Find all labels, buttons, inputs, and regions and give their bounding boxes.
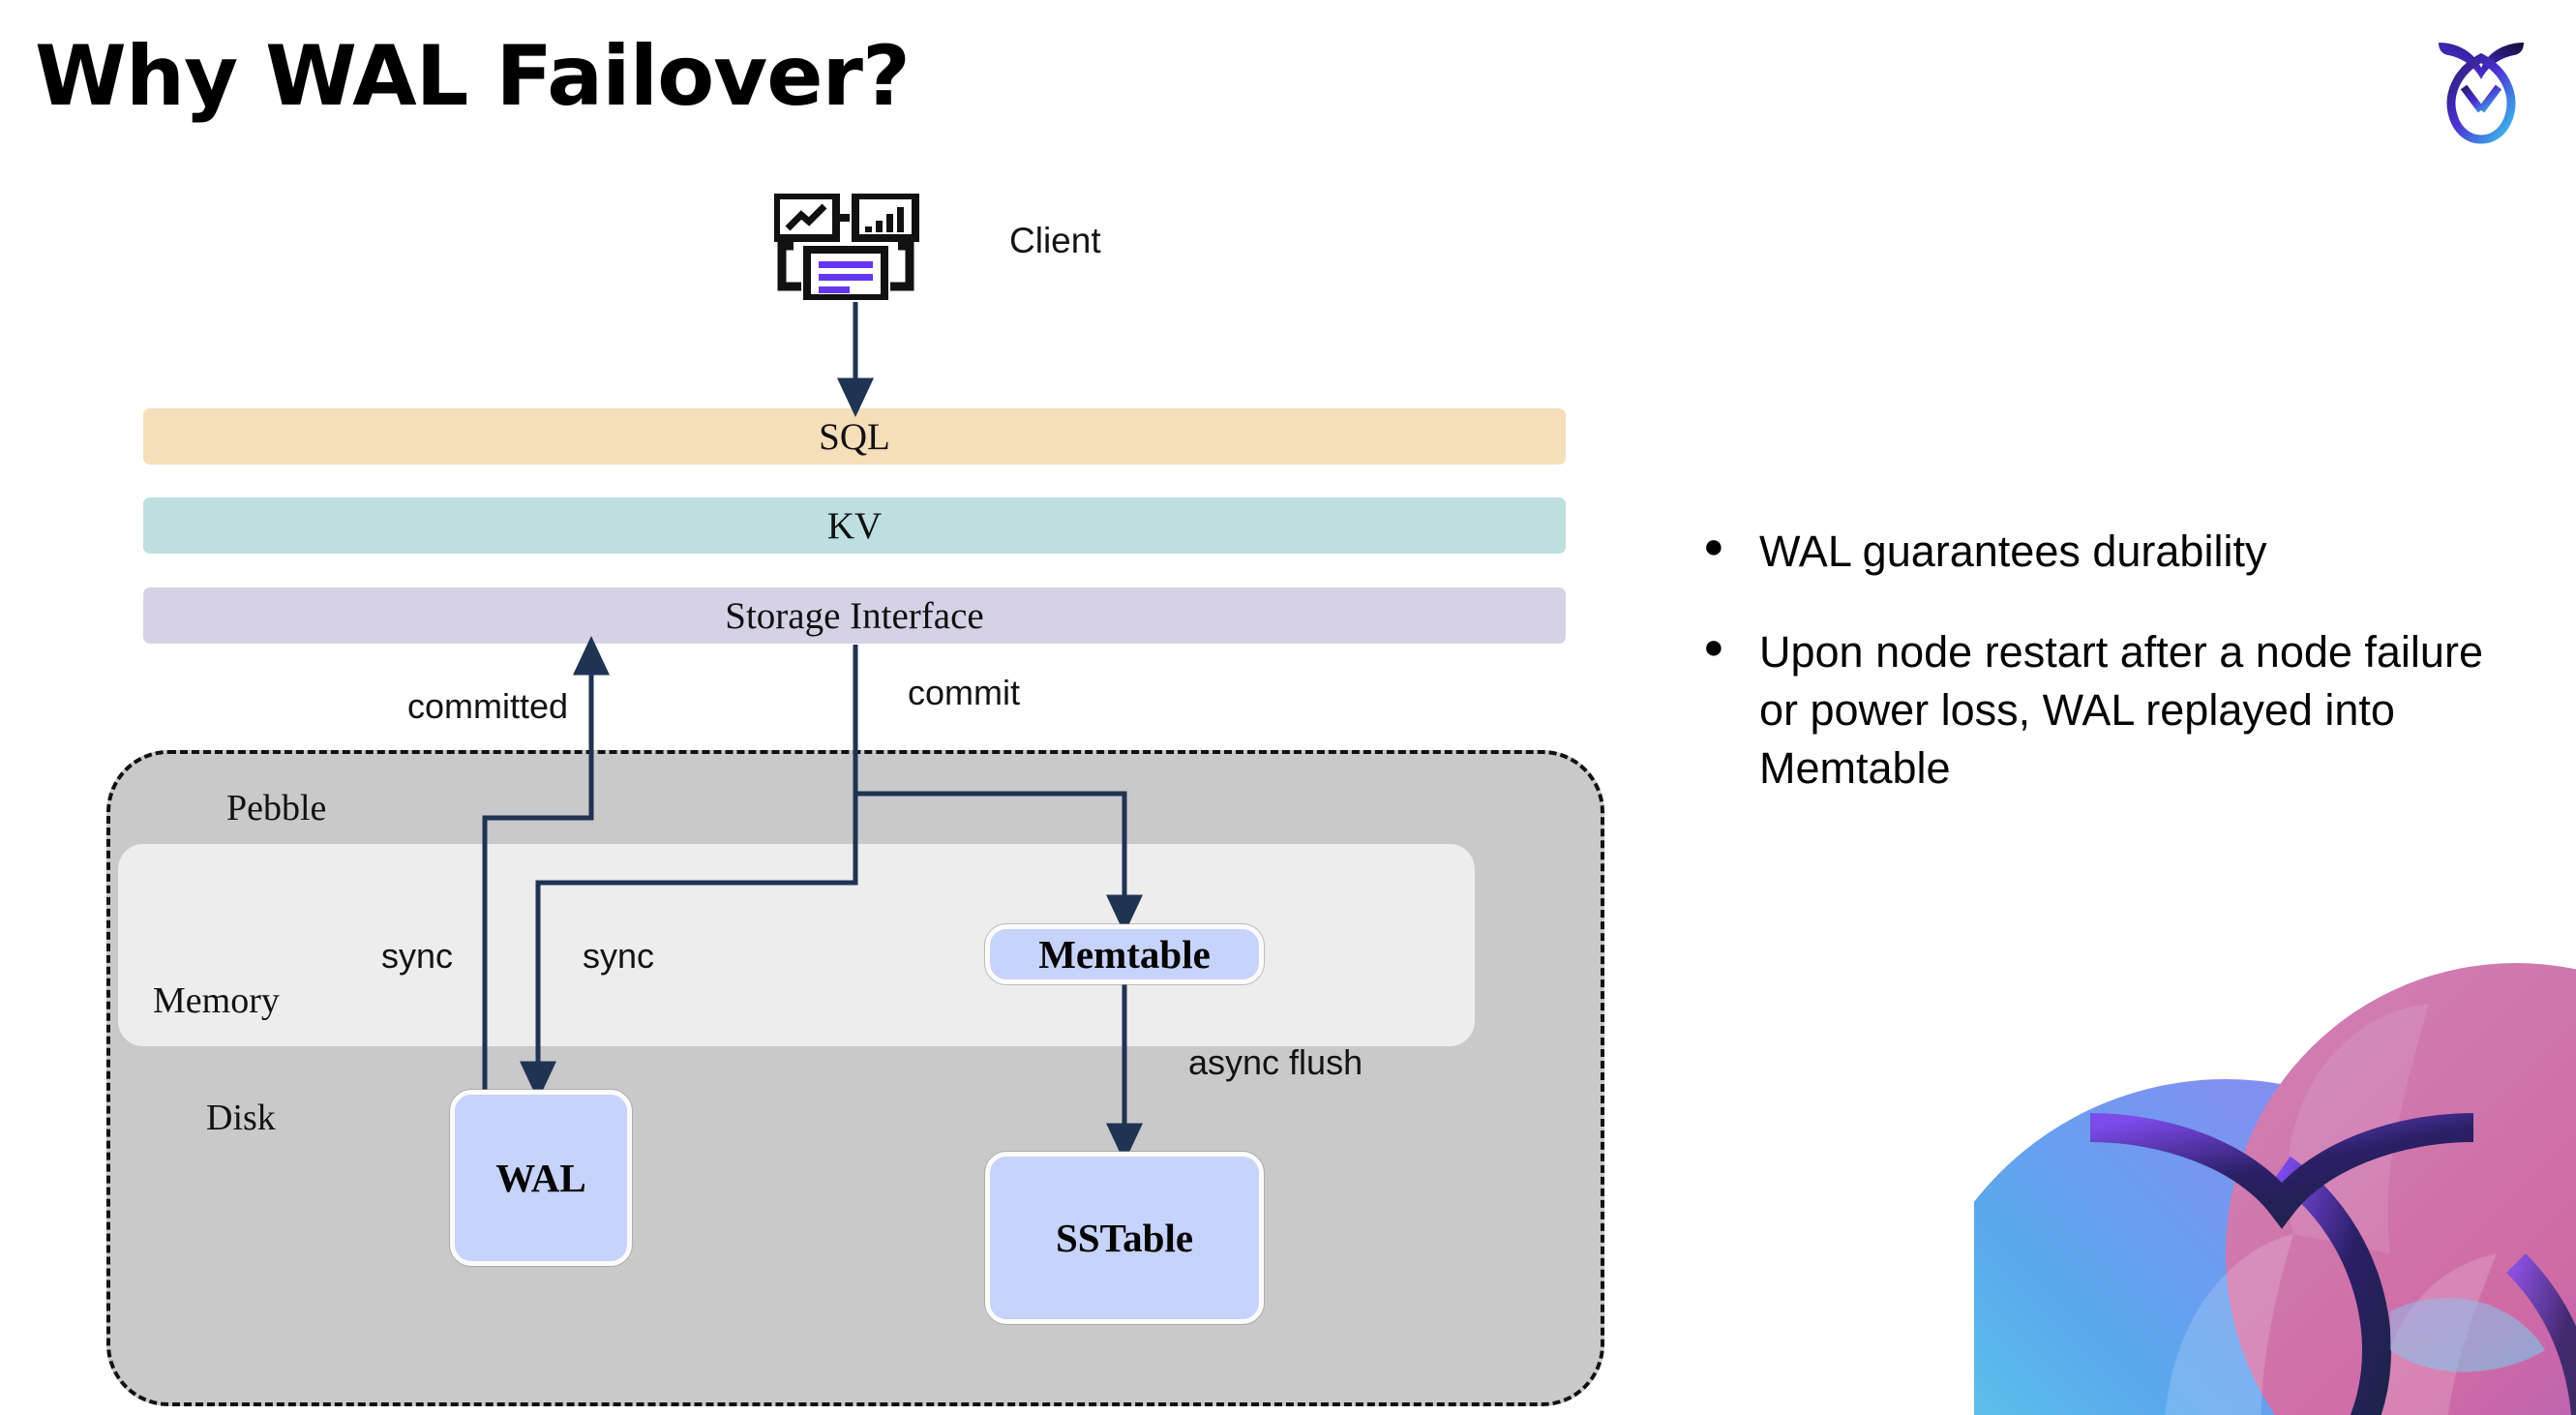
client-label: Client [1009,221,1101,260]
layer-bar-kv-label: KV [826,504,883,547]
zone-label-pebble: Pebble [226,788,327,828]
client-device-icon [774,194,929,300]
layer-bar-sql-label: SQL [819,415,890,458]
bullet-list: ● WAL guarantees durability ● Upon node … [1703,523,2497,839]
edge-label-commit: commit [908,673,1020,712]
node-wal: WAL [450,1090,632,1266]
node-sstable-label: SSTable [1055,1216,1194,1260]
layer-bar-storage-interface: Storage Interface [143,587,1566,644]
zone-label-memory: Memory [153,980,280,1021]
zone-label-disk: Disk [206,1098,276,1138]
bullet-marker-icon: ● [1703,526,1724,565]
edge-label-committed: committed [407,686,569,726]
bullet-marker-icon: ● [1703,625,1724,666]
edge-label-sync-right: sync [583,936,655,976]
cockroachdb-gradient-mark-icon [1906,944,2576,1415]
bullet-text: WAL guarantees durability [1759,527,2267,576]
layer-bar-kv: KV [143,497,1566,554]
edge-label-async-flush: async flush [1188,1042,1363,1082]
edge-label-sync-left: sync [381,936,454,976]
node-wal-label: WAL [495,1156,586,1200]
node-memtable: Memtable [985,924,1264,984]
diagram-connectors [482,302,1144,1163]
node-memtable-label: Memtable [1038,932,1211,977]
wal-architecture-diagram: SQL KV Storage Interface Pebble Memory D… [106,194,1604,1406]
cockroachdb-logo-icon [2417,21,2545,147]
list-item: ● WAL guarantees durability [1703,523,2497,581]
node-sstable: SSTable [985,1152,1264,1324]
page-title: Why WAL Failover? [35,28,911,125]
bullet-text: Upon node restart after a node failure o… [1759,626,2483,793]
layer-bar-sql: SQL [143,408,1566,465]
layer-bar-storage-label: Storage Interface [725,594,984,637]
list-item: ● Upon node restart after a node failure… [1703,623,2497,798]
